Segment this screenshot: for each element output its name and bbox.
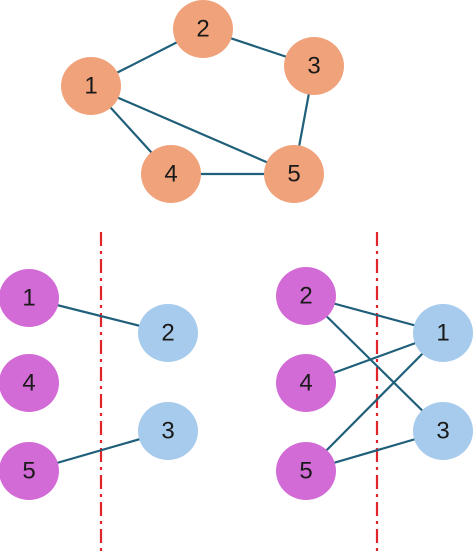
- node-circle: [138, 304, 198, 362]
- node-label: 2: [161, 319, 174, 346]
- node-label: 2: [299, 282, 312, 309]
- edge-cut-b-b5-b1: [305, 332, 444, 472]
- node-circle: [138, 402, 198, 460]
- node-circle: [284, 37, 344, 95]
- node-circle: [141, 145, 201, 203]
- node-original-5: 5: [264, 145, 324, 203]
- node-circle: [61, 57, 121, 115]
- node-label: 4: [22, 369, 35, 396]
- node-label: 3: [307, 52, 320, 79]
- dividers-layer: [99, 232, 379, 556]
- node-original-4: 4: [141, 145, 201, 203]
- node-circle: [0, 354, 59, 412]
- node-cut-b-3: 3: [413, 402, 473, 460]
- node-circle: [264, 145, 324, 203]
- node-original-3: 3: [284, 37, 344, 95]
- node-cut-a-4: 4: [0, 354, 59, 412]
- node-cut-b-2: 2: [276, 267, 336, 325]
- node-cut-a-1: 1: [0, 269, 59, 327]
- node-circle: [276, 267, 336, 325]
- nodes-layer: 1 2 3 4 5 1 4 5 2 3 2 4 5 1 3: [0, 0, 473, 500]
- node-label: 1: [22, 284, 35, 311]
- edge-cut-b-b2-b3: [305, 295, 444, 432]
- node-label: 3: [161, 417, 174, 444]
- node-original-1: 1: [61, 57, 121, 115]
- node-cut-a-2: 2: [138, 304, 198, 362]
- node-label: 5: [299, 457, 312, 484]
- node-cut-a-3: 3: [138, 402, 198, 460]
- node-cut-b-4: 4: [276, 354, 336, 412]
- node-original-2: 2: [173, 0, 233, 58]
- node-circle: [0, 269, 59, 327]
- node-circle: [276, 354, 336, 412]
- node-circle: [413, 402, 473, 460]
- node-cut-b-5: 5: [276, 442, 336, 500]
- node-label: 4: [164, 160, 177, 187]
- node-label: 1: [436, 319, 449, 346]
- node-label: 3: [436, 417, 449, 444]
- node-cut-b-1: 1: [413, 304, 473, 362]
- node-label: 5: [287, 160, 300, 187]
- node-circle: [413, 304, 473, 362]
- node-label: 2: [196, 15, 209, 42]
- node-circle: [0, 442, 59, 500]
- node-cut-a-5: 5: [0, 442, 59, 500]
- edge-original-t1-t5: [90, 84, 295, 176]
- node-label: 5: [22, 457, 35, 484]
- node-circle: [173, 0, 233, 58]
- node-circle: [276, 442, 336, 500]
- node-label: 1: [84, 72, 97, 99]
- node-label: 4: [299, 369, 312, 396]
